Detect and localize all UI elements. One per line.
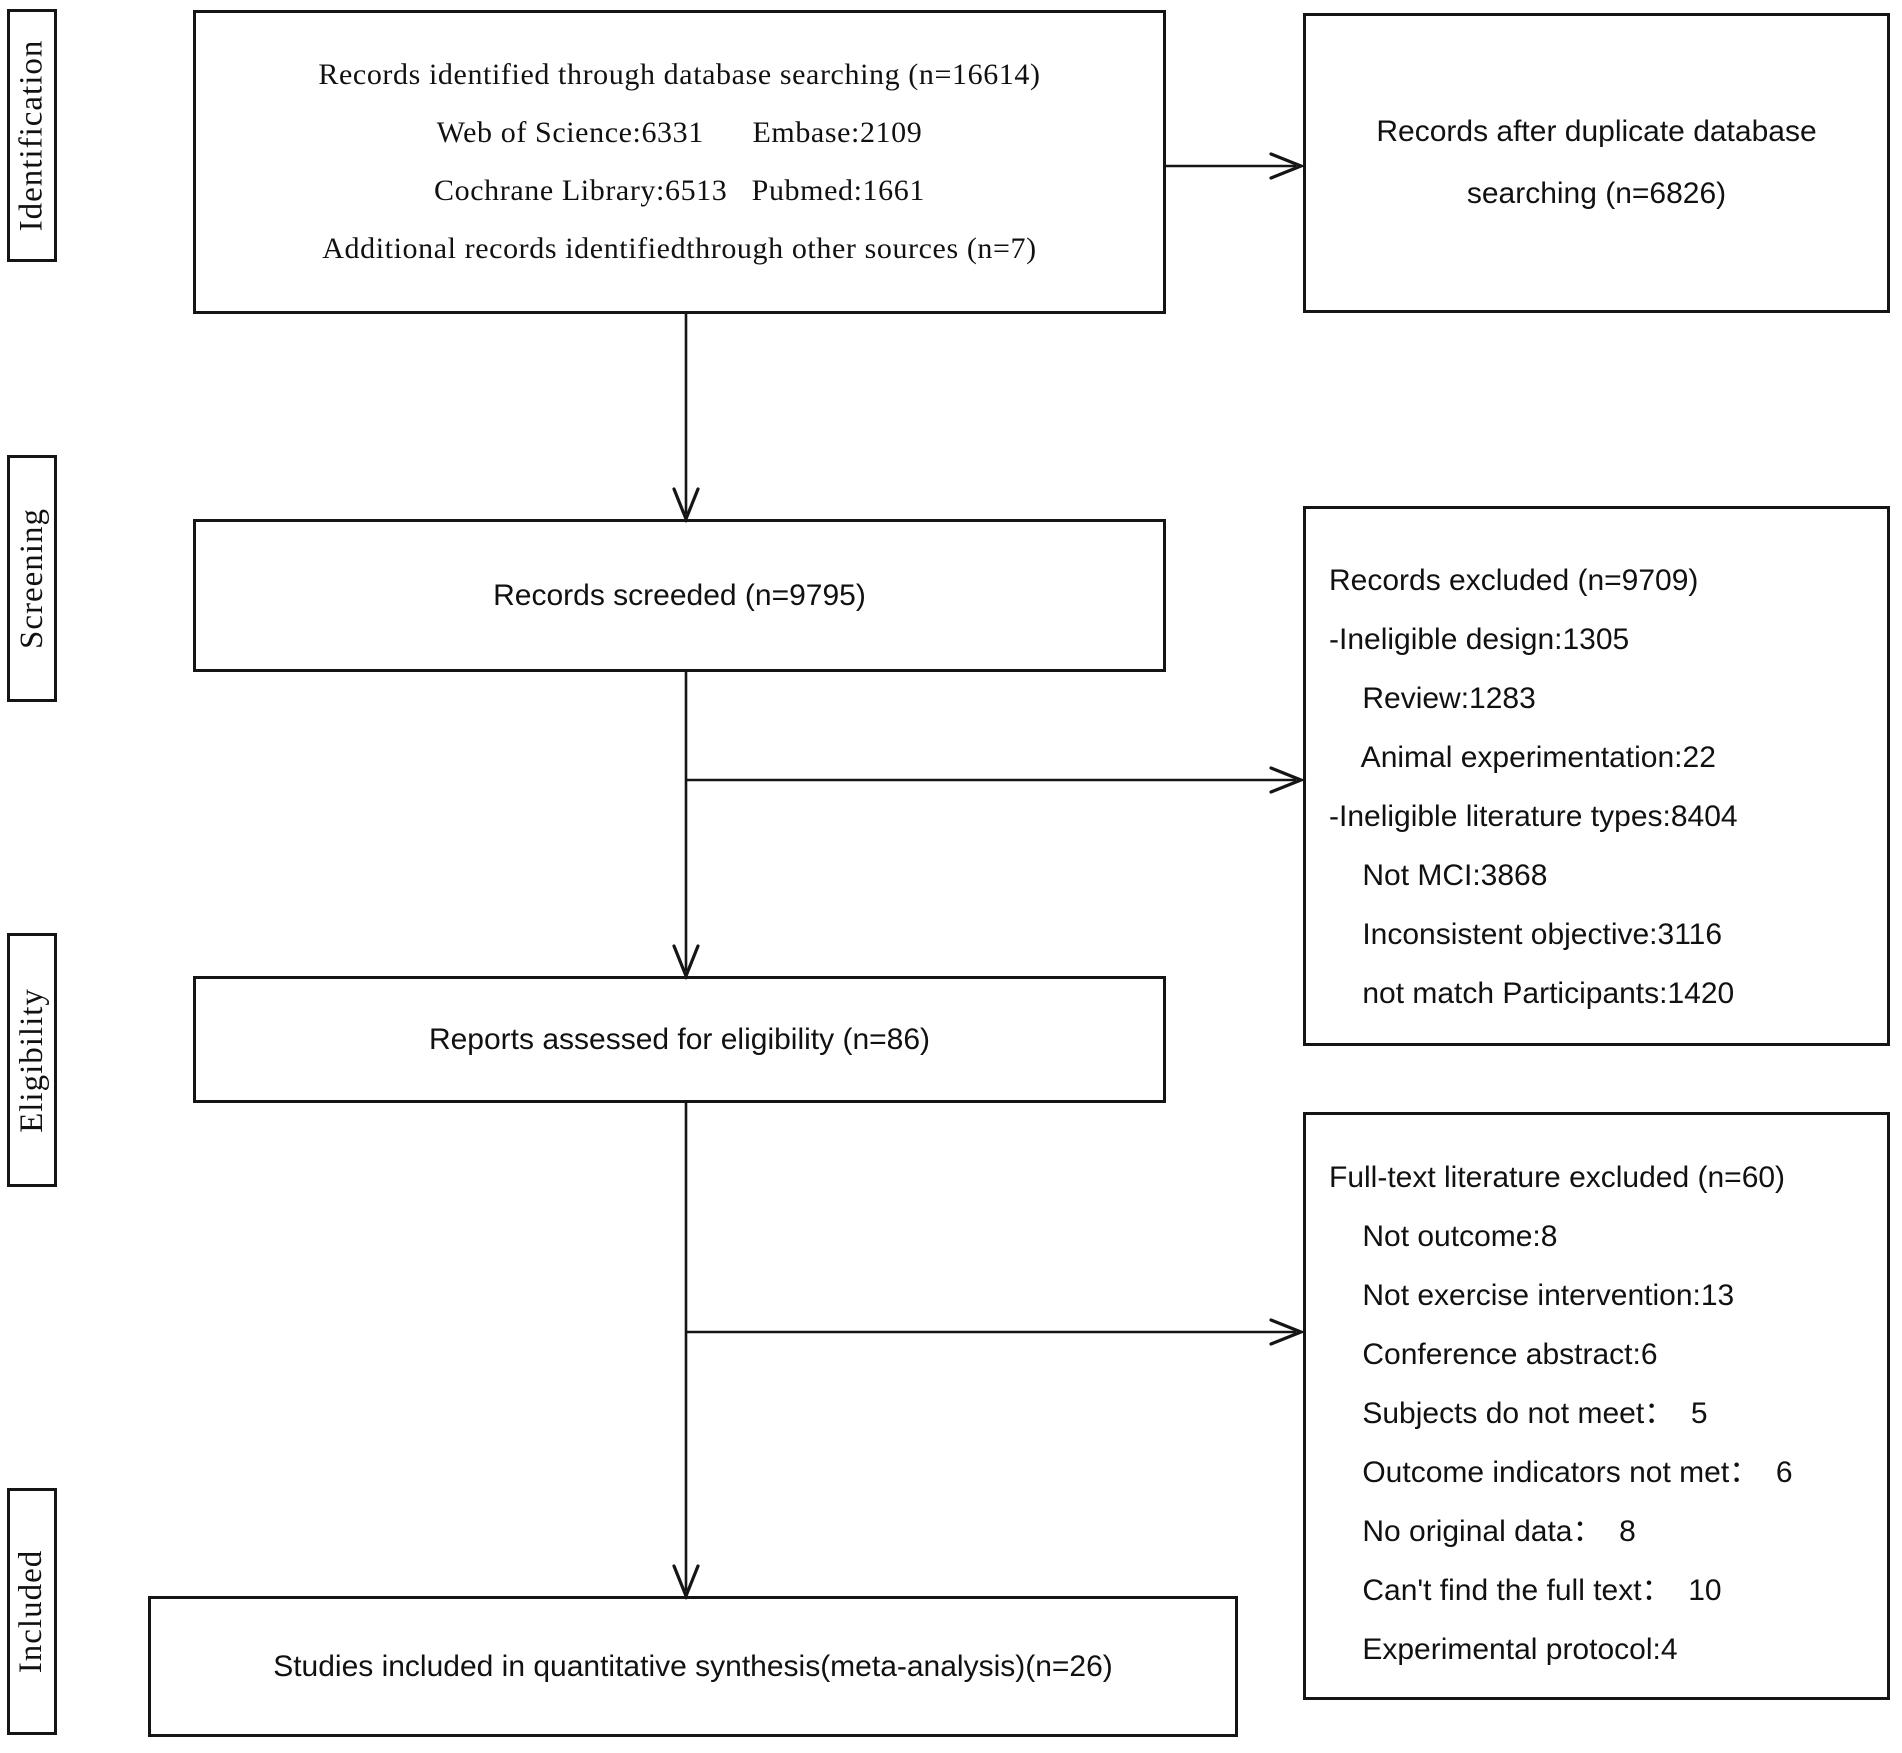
stage-identification-label: Identification <box>13 39 50 232</box>
stage-eligibility-label: Eligibility <box>13 987 50 1133</box>
fulltext-excluded-title: Full-text literature excluded (n=60) <box>1329 1161 1786 1194</box>
stage-eligibility: Eligibility <box>7 933 57 1187</box>
records-screened-box: Records screeded (n=9795) <box>193 519 1166 672</box>
studies-included-box: Studies included in quantitative synthes… <box>148 1596 1238 1737</box>
stage-included: Included <box>7 1488 57 1735</box>
fulltext-excluded-item: Not exercise intervention:13 <box>1329 1279 1735 1312</box>
fulltext-excluded-item: Subjects do not meet： 5 <box>1329 1397 1708 1430</box>
records-identified-box: Records identified through database sear… <box>193 10 1166 314</box>
duplicates-removed-box: Records after duplicate database searchi… <box>1303 13 1890 313</box>
records-excluded-title: Records excluded (n=9709) <box>1329 564 1699 597</box>
reports-assessed-box: Reports assessed for eligibility (n=86) <box>193 976 1166 1103</box>
fulltext-excluded-box: Full-text literature excluded (n=60) Not… <box>1303 1112 1890 1700</box>
arrowhead-down-icon <box>672 487 700 524</box>
arrowhead-down-icon <box>672 1564 700 1601</box>
records-excluded-item: not match Participants:1420 <box>1329 977 1735 1010</box>
records-excluded-item: Not MCI:3868 <box>1329 859 1548 892</box>
stage-identification: Identification <box>7 9 57 262</box>
fulltext-excluded-item: Not outcome:8 <box>1329 1220 1558 1253</box>
duplicates-removed-line-1: Records after duplicate database <box>1376 115 1817 148</box>
database-counts-line-1: Web of Science:6331 Embase:2109 <box>436 116 923 149</box>
duplicates-removed-line-2: searching (n=6826) <box>1466 177 1727 210</box>
database-counts-line-2: Cochrane Library:6513 Pubmed:1661 <box>434 174 925 207</box>
stage-screening-label: Screening <box>13 508 50 649</box>
records-identified-line: Records identified through database sear… <box>318 58 1041 91</box>
fulltext-excluded-item: Outcome indicators not met： 6 <box>1329 1456 1793 1489</box>
fulltext-excluded-item: Can't find the full text： 10 <box>1329 1574 1722 1607</box>
reports-assessed-label: Reports assessed for eligibility (n=86) <box>428 1022 931 1056</box>
records-excluded-item: Animal experimentation:22 <box>1329 741 1716 774</box>
arrowhead-right-icon <box>1269 1318 1306 1346</box>
records-excluded-item: Inconsistent objective:3116 <box>1329 918 1723 951</box>
records-excluded-box: Records excluded (n=9709) -Ineligible de… <box>1303 506 1890 1046</box>
stage-included-label: Included <box>13 1549 50 1674</box>
arrowhead-right-icon <box>1269 766 1306 794</box>
fulltext-excluded-item: Experimental protocol:4 <box>1329 1633 1678 1666</box>
records-excluded-item: -Ineligible literature types:8404 <box>1329 800 1738 833</box>
arrowhead-right-icon <box>1269 152 1306 180</box>
fulltext-excluded-item: No original data： 8 <box>1329 1515 1636 1548</box>
additional-records-line: Additional records identifiedthrough oth… <box>322 232 1037 265</box>
fulltext-excluded-item: Conference abstract:6 <box>1329 1338 1658 1371</box>
stage-screening: Screening <box>7 455 57 702</box>
records-excluded-item: -Ineligible design:1305 <box>1329 623 1630 656</box>
records-excluded-item: Review:1283 <box>1329 682 1536 715</box>
arrowhead-down-icon <box>672 944 700 981</box>
studies-included-label: Studies included in quantitative synthes… <box>273 1649 1113 1683</box>
records-screened-label: Records screeded (n=9795) <box>493 578 866 612</box>
